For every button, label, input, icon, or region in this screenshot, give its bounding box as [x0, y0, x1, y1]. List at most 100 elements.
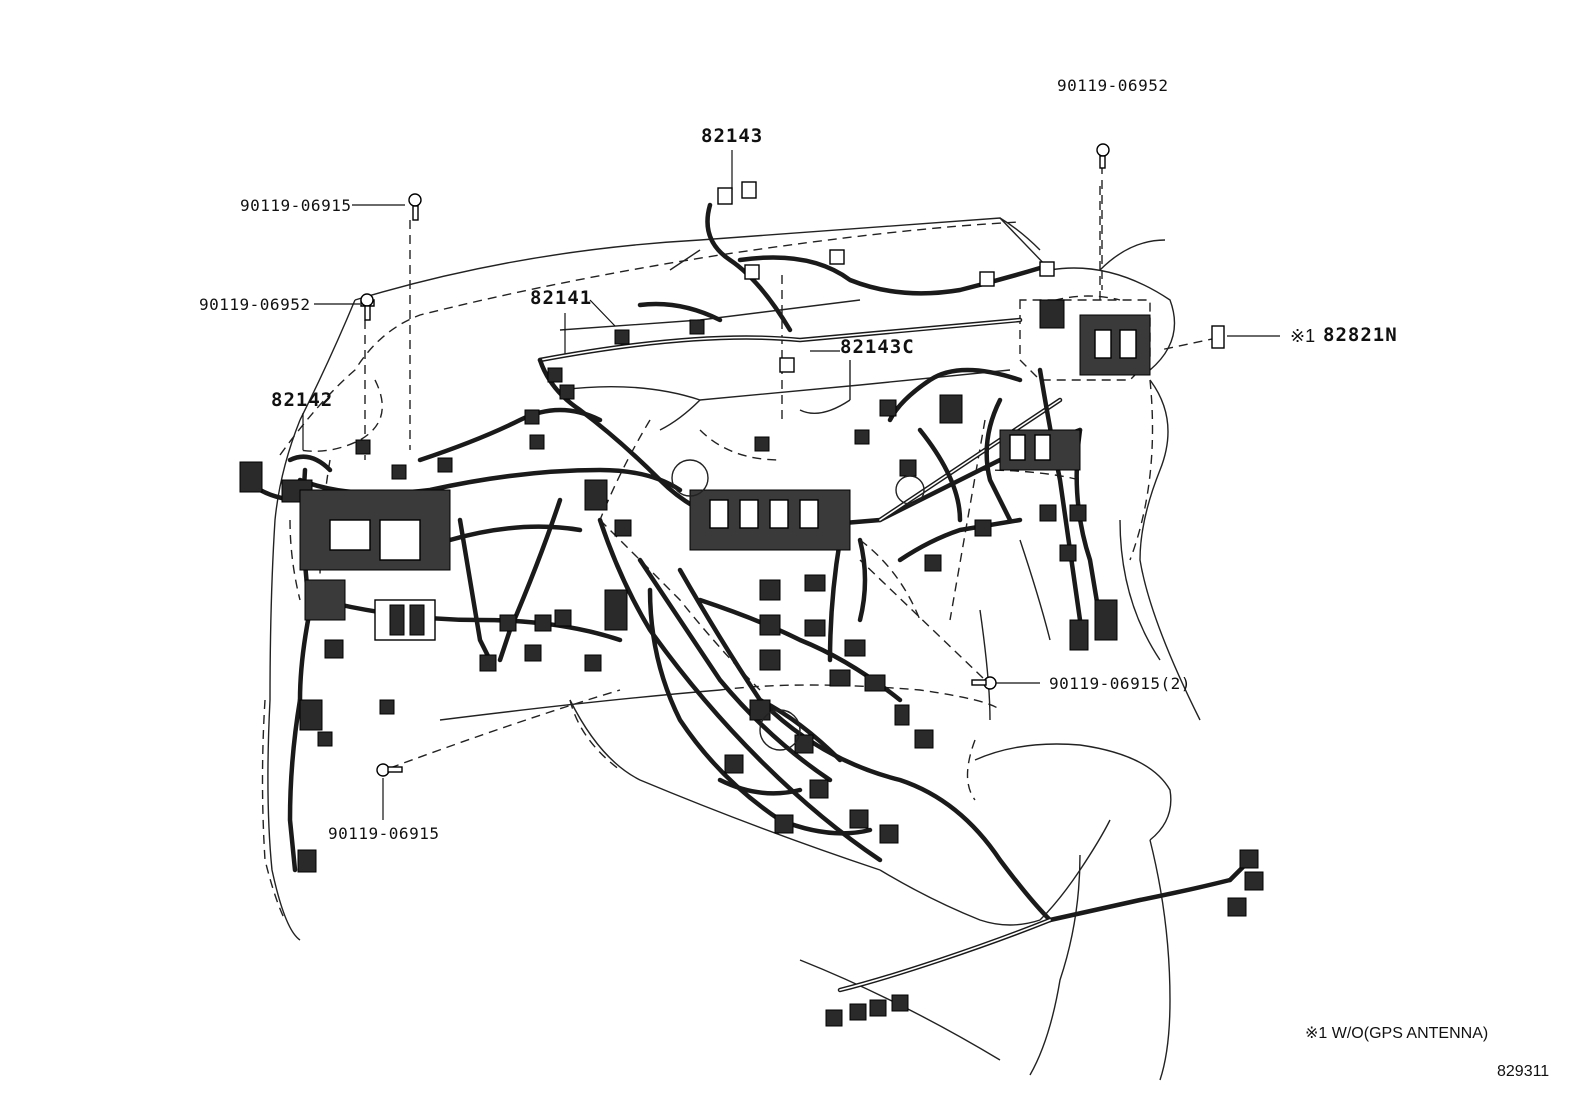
connector-icon — [479, 654, 497, 672]
connector-icon — [614, 329, 630, 345]
junction-block-2 — [374, 599, 436, 641]
diagram-number: 829311 — [1497, 1063, 1550, 1080]
connector-icon — [1227, 897, 1247, 917]
footnote: ※1 W/O(GPS ANTENNA) — [1305, 1025, 1489, 1042]
part-number-82142: 82142 — [271, 389, 334, 411]
connector-icon — [709, 499, 729, 529]
connector-icon — [1094, 329, 1112, 359]
connector-icon — [854, 429, 870, 445]
connector-icon — [759, 614, 781, 636]
screw-icon — [376, 763, 403, 777]
connector-icon — [779, 357, 795, 373]
connector-icon — [894, 704, 910, 726]
part-number-90119-06915-2: 90119-06915(2) — [1049, 674, 1191, 693]
connector-icon — [1211, 325, 1225, 349]
connector-icon — [741, 181, 757, 199]
connector-icon — [759, 649, 781, 671]
connector-icon — [974, 519, 992, 537]
part-number-90119-06952-left: 90119-06952 — [199, 295, 311, 314]
connector-icon — [355, 439, 371, 455]
connector-icon — [317, 731, 333, 747]
connector-icon — [1039, 504, 1057, 522]
connector-icon — [769, 499, 789, 529]
connector-icon — [524, 644, 542, 662]
connector-icon — [1009, 434, 1026, 461]
connector-icon — [547, 367, 563, 383]
note-marker: ※1 — [1290, 326, 1316, 346]
connector-icon — [809, 779, 829, 799]
gps-antenna-box — [1079, 314, 1151, 376]
junction-block — [299, 489, 451, 571]
connector-icon — [864, 674, 886, 692]
connector-icon — [717, 187, 733, 205]
part-number-82143: 82143 — [701, 125, 764, 147]
connector-icon — [534, 614, 552, 632]
connector-icon — [914, 729, 934, 749]
connector-icon — [869, 999, 887, 1017]
connector-icon — [329, 519, 371, 551]
connector-icon — [524, 409, 540, 425]
connector-icon — [829, 249, 845, 265]
screw-icon — [360, 293, 375, 321]
connector-icon — [554, 609, 572, 627]
connector-icon — [849, 809, 869, 829]
connector-icon — [1034, 434, 1051, 461]
screw-icon — [971, 676, 997, 690]
connector-icon — [879, 399, 897, 417]
connector-icon — [1094, 599, 1118, 641]
part-number-82141: 82141 — [530, 287, 593, 309]
connector-icon — [1244, 871, 1264, 891]
connector-icon — [891, 994, 909, 1012]
connector-icon — [979, 271, 995, 287]
connector-icon — [391, 464, 407, 480]
connector-icon — [879, 824, 899, 844]
connector-icon — [849, 1003, 867, 1021]
instrument-panel-outline — [267, 217, 1201, 1081]
connector-icon — [1059, 544, 1077, 562]
screw-icon — [1096, 143, 1110, 169]
connector-icon — [297, 849, 317, 873]
connector-icon — [744, 264, 760, 280]
connector-icon — [899, 459, 917, 477]
connector-icon — [389, 604, 405, 636]
connector-icon — [324, 639, 344, 659]
connector-icon — [379, 699, 395, 715]
connector-icon — [299, 699, 323, 731]
connector-icon — [1239, 849, 1259, 869]
connector-icon — [1039, 299, 1065, 329]
connector-icon — [689, 319, 705, 335]
connector-icon — [844, 639, 866, 657]
connector-icon — [437, 457, 453, 473]
connector-icon — [1069, 504, 1087, 522]
connector-icon — [799, 499, 819, 529]
part-number-90119-06952-top: 90119-06952 — [1057, 76, 1169, 95]
connector-icon — [759, 579, 781, 601]
connector-icon — [409, 604, 425, 636]
fastener-leaders — [302, 150, 1280, 820]
connector-icon — [584, 479, 608, 511]
connector-icon — [804, 574, 826, 592]
gauge-outlines — [671, 459, 925, 751]
connector-icon — [939, 394, 963, 424]
connector-icon — [239, 461, 263, 493]
connector-icon — [1119, 329, 1137, 359]
connector-icon — [584, 654, 602, 672]
connector-icon — [529, 434, 545, 450]
connector-icon — [1069, 619, 1089, 651]
connector-icon — [614, 519, 632, 537]
connector-icon — [499, 614, 517, 632]
connector-icon — [774, 814, 794, 834]
connector-icon — [739, 499, 759, 529]
screw-icon — [408, 193, 422, 221]
connector-icon — [604, 589, 628, 631]
connector-icon — [749, 699, 771, 721]
part-number-90119-06915-bottom: 90119-06915 — [328, 824, 440, 843]
connector-icon — [304, 579, 346, 621]
part-number-82821N: 82821N — [1323, 324, 1398, 346]
connector-icon — [559, 384, 575, 400]
connector-icon — [829, 669, 851, 687]
part-number-90119-06915-left: 90119-06915 — [240, 196, 352, 215]
connector-icon — [754, 436, 770, 452]
connector-icon — [1039, 261, 1055, 277]
